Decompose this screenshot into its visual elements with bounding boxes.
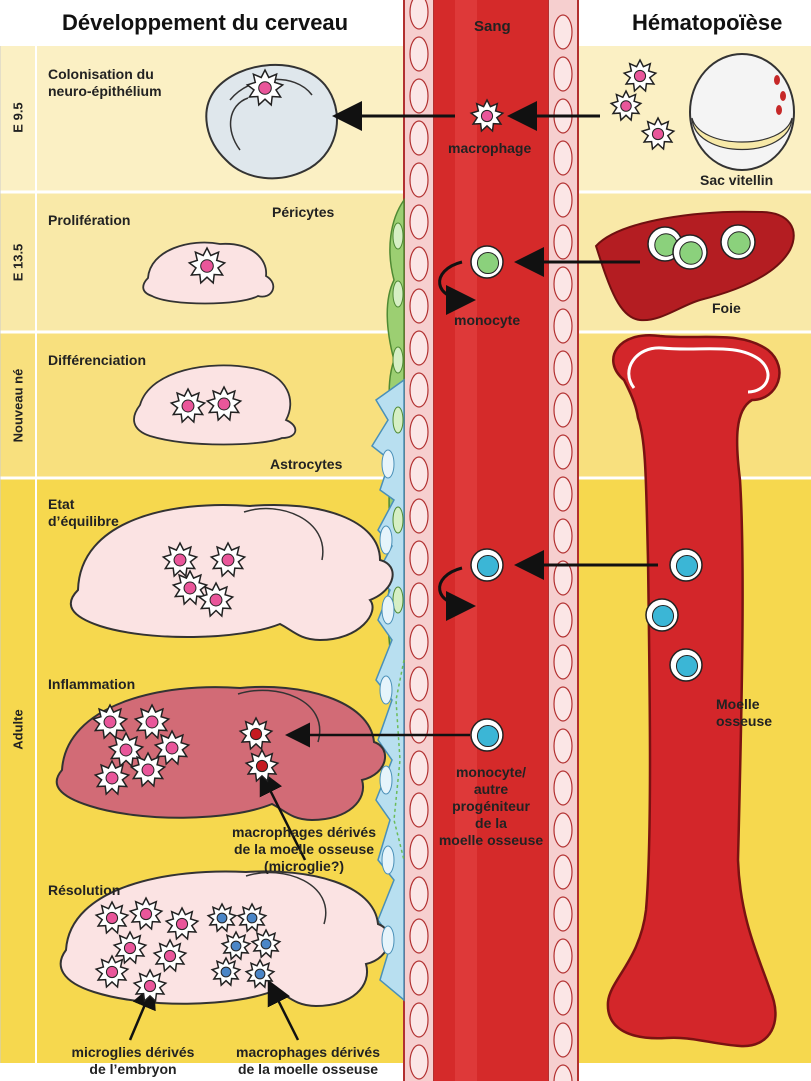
endothelial-cell [410,37,428,71]
astrocyte-cell [380,676,392,704]
liver-monocyte [673,235,707,269]
bone-progenitor [670,649,702,681]
endothelial-cell [554,897,572,931]
astrocyte-cell [382,926,394,954]
astrocyte-cell [380,766,392,794]
progenitor-blue [471,719,503,751]
endothelial-cell [410,793,428,827]
endothelial-cell [554,981,572,1015]
endothelial-cell [410,205,428,239]
monocyte-blue [471,549,503,581]
pericyte-cell [393,281,403,307]
astrocyte-cell [380,526,392,554]
header-brain-development: Développement du cerveau [62,10,348,36]
label-sac-vitellin: Sac vitellin [700,172,773,189]
label-proliferation: Prolifération [48,212,130,229]
astrocyte-cell [382,450,394,478]
endothelial-cell [410,667,428,701]
endothelial-cell [554,1023,572,1057]
endothelial-cell [554,603,572,637]
bone-progenitor [646,599,678,631]
endothelial-cell [554,687,572,721]
label-differenciation: Différenciation [48,352,146,369]
endothelial-cell [554,15,572,49]
label-resolution: Résolution [48,882,120,899]
liver-monocyte [721,225,755,259]
endothelial-cell [410,919,428,953]
endothelial-cell [410,625,428,659]
endothelial-cell [410,835,428,869]
endothelial-cell [554,519,572,553]
endothelial-cell [554,141,572,175]
stage-e95: E 9.5 [11,58,26,178]
label-foie: Foie [712,300,741,317]
endothelial-cell [554,729,572,763]
astrocyte-cell [382,596,394,624]
label-macrophages-moelle: macrophages dérivés de la moelle osseuse [222,1044,394,1078]
monocyte-green [471,246,503,278]
endothelial-cell [410,373,428,407]
pericyte-cell [393,223,403,249]
bone-progenitor [670,549,702,581]
endothelial-cell [554,645,572,679]
endothelial-cell [554,309,572,343]
blood-lumen [434,0,548,1081]
header-hematopoiesis: Hématopoïèse [632,10,782,36]
endothelial-cell [554,225,572,259]
endothelial-cell [410,1003,428,1037]
endothelial-cell [410,247,428,281]
endothelial-cell [554,813,572,847]
endothelial-cell [554,267,572,301]
endothelial-cell [554,393,572,427]
endothelial-cell [554,771,572,805]
stage-adulte: Adulte [11,670,26,790]
label-inflammation: Inflammation [48,676,135,693]
stage-e135: E 13.5 [11,203,26,323]
yolk-sac-organ [690,54,794,170]
endothelial-cell [554,351,572,385]
label-pericytes: Péricytes [272,204,334,221]
pericyte-cell [393,507,403,533]
stage-nouveau-ne: Nouveau né [11,346,26,466]
label-moelle-osseuse: Moelle osseuse [716,696,772,730]
label-macrophage: macrophage [448,140,531,157]
endothelial-cell [410,121,428,155]
endothelial-cell [410,499,428,533]
label-astrocytes: Astrocytes [270,456,342,473]
pericyte-cell [393,347,403,373]
label-microglies-embryon: microglies dérivés de l’embryon [50,1044,216,1078]
endothelial-cell [410,0,428,29]
header-blood: Sang [474,18,511,35]
label-monocyte-autre: monocyte/ autre progéniteur de la moelle… [434,764,548,849]
endothelial-cell [554,477,572,511]
pericyte-cell [393,407,403,433]
endothelial-cell [410,415,428,449]
label-colonisation: Colonisation du neuro-épithélium [48,66,162,100]
endothelial-cell [554,855,572,889]
endothelial-cell [410,1045,428,1079]
pericyte-cell [393,587,403,613]
endothelial-cell [554,939,572,973]
endothelial-cell [410,583,428,617]
endothelial-cell [410,541,428,575]
endothelial-cell [410,163,428,197]
endothelial-cell [410,457,428,491]
label-equilibre: Etat d’équilibre [48,496,119,530]
endothelial-cell [554,57,572,91]
endothelial-cell [410,751,428,785]
endothelial-cell [410,289,428,323]
endothelial-cell [410,709,428,743]
endothelial-cell [410,877,428,911]
endothelial-cell [410,331,428,365]
endothelial-cell [410,79,428,113]
endothelial-cell [554,435,572,469]
endothelial-cell [554,183,572,217]
label-macrophages-derives-microglie: macrophages dérivés de la moelle osseuse… [206,824,402,875]
label-monocyte: monocyte [454,312,520,329]
endothelial-cell [410,961,428,995]
